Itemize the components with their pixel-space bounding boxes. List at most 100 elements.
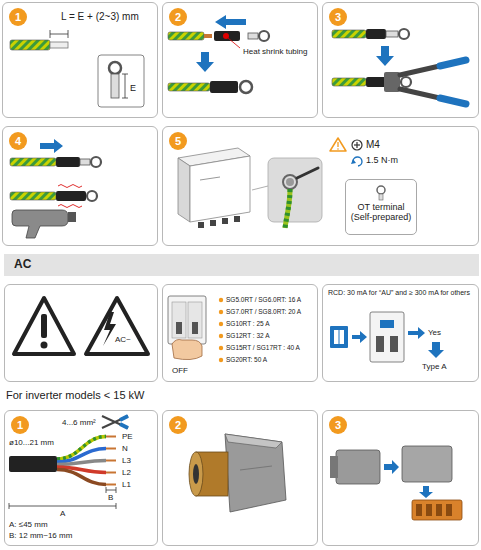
ac-cable-figure	[106, 472, 116, 474]
rcd-figure	[428, 342, 444, 358]
connector-figure	[225, 434, 286, 512]
wire-name: PE	[122, 432, 133, 441]
heat-shrink-figure	[56, 191, 86, 201]
connector-parts-figure	[402, 446, 452, 482]
step-panel: 2	[162, 410, 318, 546]
wire-name: N	[122, 444, 128, 453]
crimp-figure	[376, 46, 394, 66]
section-heading: AC	[14, 258, 31, 272]
cable-strip-figure	[68, 30, 69, 38]
breaker-rating: SG20RT: 50 A	[226, 356, 267, 363]
inverter-figure	[283, 175, 297, 189]
subsection-heading: For inverter models < 15 kW	[6, 389, 144, 402]
inverter-figure	[268, 158, 322, 222]
wire-name: L3	[122, 456, 131, 465]
sleeve-figure	[168, 83, 210, 91]
dimension-note: A: ≤45 mm	[9, 520, 48, 529]
breaker-figure	[188, 302, 202, 338]
hazard-text: AC~	[115, 335, 131, 344]
ac-cable-figure	[106, 448, 116, 450]
decision-text: Yes	[428, 328, 441, 337]
sleeve-figure	[168, 32, 204, 40]
crimp-figure	[366, 77, 386, 87]
terminal-box: OT terminal (Self-prepared)	[345, 179, 417, 235]
connector-parts-figure	[446, 504, 452, 516]
step-number-text: 1	[17, 420, 23, 431]
heat-shrink-figure	[68, 212, 76, 222]
rcd-panel: RCD: 30 mA for “AU” and ≥ 300 mA for oth…	[322, 284, 479, 382]
inverter-figure	[210, 220, 216, 226]
ac-cable-figure	[106, 436, 116, 438]
step-number-text: 5	[175, 136, 181, 147]
step-number-text: 2	[175, 420, 181, 431]
sleeve-figure	[196, 52, 214, 72]
rating-bullets	[219, 334, 223, 338]
connector-parts-figure	[330, 446, 462, 520]
crimp-figure	[386, 31, 398, 37]
terminal-inset	[111, 74, 119, 98]
part-label: Heat shrink tubing	[243, 47, 315, 56]
inverter-figure	[178, 158, 190, 222]
ac-cable-figure	[106, 490, 116, 491]
sleeve-figure	[228, 38, 240, 48]
crimp-figure	[332, 29, 466, 104]
ac-cable-figure	[106, 460, 116, 462]
terminal-inset	[122, 74, 128, 75]
wire-name: L1	[122, 480, 131, 489]
inverter-figure	[222, 218, 228, 224]
section-band: AC	[4, 254, 479, 276]
step-panel: 3	[322, 410, 479, 546]
torque-value: 1.5 N·m	[366, 155, 398, 165]
crimp-figure	[440, 60, 466, 66]
connector-figure	[225, 434, 282, 448]
torque-icons	[330, 138, 362, 166]
ac-cable-figure	[57, 461, 106, 465]
rcd-figure	[380, 320, 394, 328]
dimension-note: B: 12 mm~16 mm	[9, 531, 72, 540]
torque-icons	[351, 159, 356, 164]
terminal-label: OT terminal (Self-prepared)	[348, 202, 414, 223]
ac-cable-figure	[9, 437, 116, 510]
heat-shrink-figure	[87, 191, 97, 201]
torque-icons	[337, 148, 339, 150]
connector-parts-figure	[336, 450, 380, 484]
rcd-type: Type A	[422, 362, 446, 371]
inverter-figure	[200, 177, 220, 180]
connector-parts-figure	[384, 460, 399, 474]
ot-terminal-icon	[377, 186, 385, 194]
step-number-text: 1	[15, 12, 21, 23]
inverter-figure	[285, 189, 290, 228]
stripper-icon	[102, 416, 128, 428]
heat-shrink-figure	[10, 139, 101, 238]
inverter-figure	[297, 168, 318, 178]
sleeve-figure	[248, 33, 258, 39]
ac-cable-figure	[9, 506, 116, 507]
sleeve-figure	[204, 34, 212, 38]
rcd-note: RCD: 30 mA for “AU” and ≥ 300 mA for oth…	[328, 289, 474, 297]
heat-shrink-figure	[10, 158, 56, 166]
heat-shrink-figure	[80, 159, 90, 165]
connector-figure	[193, 464, 199, 484]
ot-terminal-icon	[379, 194, 383, 200]
connector-parts-figure	[419, 486, 433, 498]
warning-triangles	[14, 298, 74, 354]
rcd-figure	[376, 336, 384, 352]
ac-cable-figure	[106, 487, 107, 493]
breaker-figure	[168, 296, 206, 360]
inverter-figure	[198, 222, 204, 228]
rcd-figure	[370, 312, 404, 362]
torque-icons	[352, 140, 362, 150]
crimp-figure	[332, 30, 366, 38]
crimp-figure	[399, 29, 409, 39]
terminal-inset	[98, 55, 144, 107]
inverter-figure	[252, 186, 268, 190]
crimp-figure	[440, 98, 466, 104]
crimp-figure	[400, 89, 466, 104]
step-number-text: 3	[335, 420, 341, 431]
crimp-figure	[401, 77, 411, 87]
heat-shrink-figure	[40, 139, 63, 153]
warning-triangles	[41, 342, 48, 349]
rating-bullets	[219, 322, 223, 326]
cable-strip-figure	[50, 30, 51, 38]
